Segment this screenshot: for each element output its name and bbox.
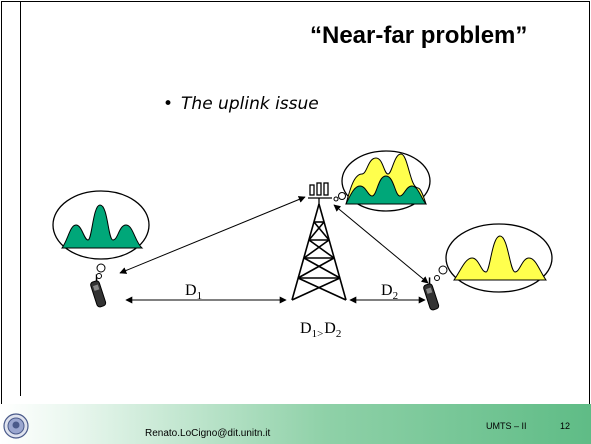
- mobile-phone-far-icon: [423, 277, 440, 311]
- label-d1: D1: [185, 282, 202, 302]
- base-station-tower: [291, 203, 347, 301]
- footer-page-number: 12: [560, 421, 571, 431]
- label-d1-greater-d2: D1>D2: [300, 320, 341, 340]
- bullet-text: The uplink issue: [181, 94, 319, 114]
- strong-signal-spectrum: [345, 175, 428, 205]
- label-d2: D2: [381, 282, 398, 302]
- uplink-arrow-far: [333, 204, 429, 284]
- bullet-dot-icon: •: [163, 94, 174, 114]
- spectrum-bubble-near: [52, 190, 150, 279]
- spectrum-bubble-base-station: [333, 150, 431, 212]
- footer-email: Renato.LoCigno@dit.unitn.it: [145, 428, 271, 439]
- footer-course: UMTS – II: [486, 421, 527, 431]
- slide-title: “Near-far problem”: [310, 22, 528, 49]
- uplink-arrow-near: [119, 196, 306, 274]
- tower-antenna-icon: [308, 182, 332, 204]
- footer-bar: [0, 404, 591, 444]
- bullet-item: • The uplink issue: [163, 94, 319, 114]
- mobile-phone-near-icon: [90, 274, 107, 308]
- spectrum-bubble-far: [434, 223, 553, 293]
- university-seal-logo: [3, 413, 29, 439]
- slide-left-rule: [20, 1, 21, 396]
